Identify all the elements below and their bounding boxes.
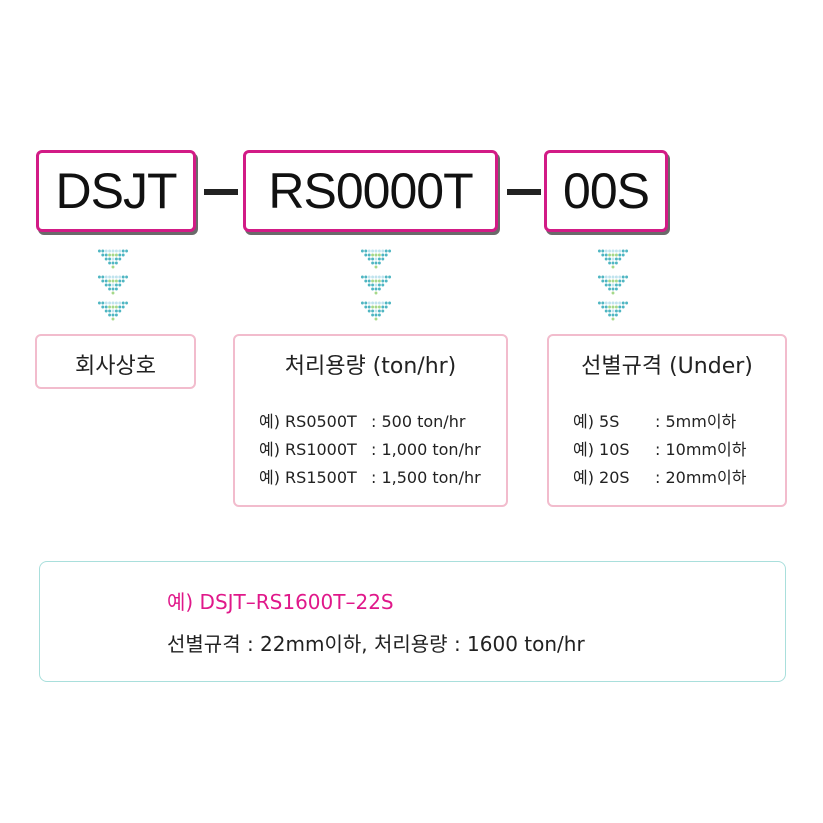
- chevron-down-icon: [97, 249, 129, 321]
- example-description: 선별규격 : 22mm이하, 처리용량 : 1600 ton/hr: [167, 632, 585, 656]
- code-part-sorting: 00S: [544, 150, 668, 232]
- sorting-row: 예) 5S: 5mm이하: [573, 412, 737, 431]
- code-part-text: 00S: [563, 163, 650, 219]
- code-separator: [204, 189, 238, 195]
- capacity-row: 예) RS1000T: 1,000 ton/hr: [259, 440, 481, 459]
- chevron-down-icon: [597, 249, 629, 321]
- label-title: 선별규격 (Under): [581, 354, 753, 379]
- capacity-row: 예) RS1500T: 1,500 ton/hr: [259, 468, 481, 487]
- example-box: 예) DSJT–RS1600T–22S 선별규격 : 22mm이하, 처리용량 …: [39, 561, 786, 682]
- capacity-row: 예) RS0500T: 500 ton/hr: [259, 412, 466, 431]
- label-box-sorting: 선별규격 (Under) 예) 5S: 5mm이하 예) 10S: 10mm이하…: [547, 334, 787, 507]
- chevron-down-icon: [360, 249, 392, 321]
- code-separator: [507, 189, 541, 195]
- sorting-row: 예) 10S: 10mm이하: [573, 440, 747, 459]
- label-box-company: 회사상호: [35, 334, 196, 389]
- code-part-text: DSJT: [55, 163, 178, 219]
- code-part-text: RS0000T: [268, 163, 473, 219]
- example-code: 예) DSJT–RS1600T–22S: [167, 590, 394, 614]
- code-part-capacity: RS0000T: [243, 150, 498, 232]
- label-box-capacity: 처리용량 (ton/hr) 예) RS0500T: 500 ton/hr 예) …: [233, 334, 508, 507]
- code-part-company: DSJT: [36, 150, 196, 232]
- label-title: 회사상호: [75, 354, 156, 379]
- sorting-row: 예) 20S: 20mm이하: [573, 468, 747, 487]
- label-title: 처리용량 (ton/hr): [284, 354, 457, 379]
